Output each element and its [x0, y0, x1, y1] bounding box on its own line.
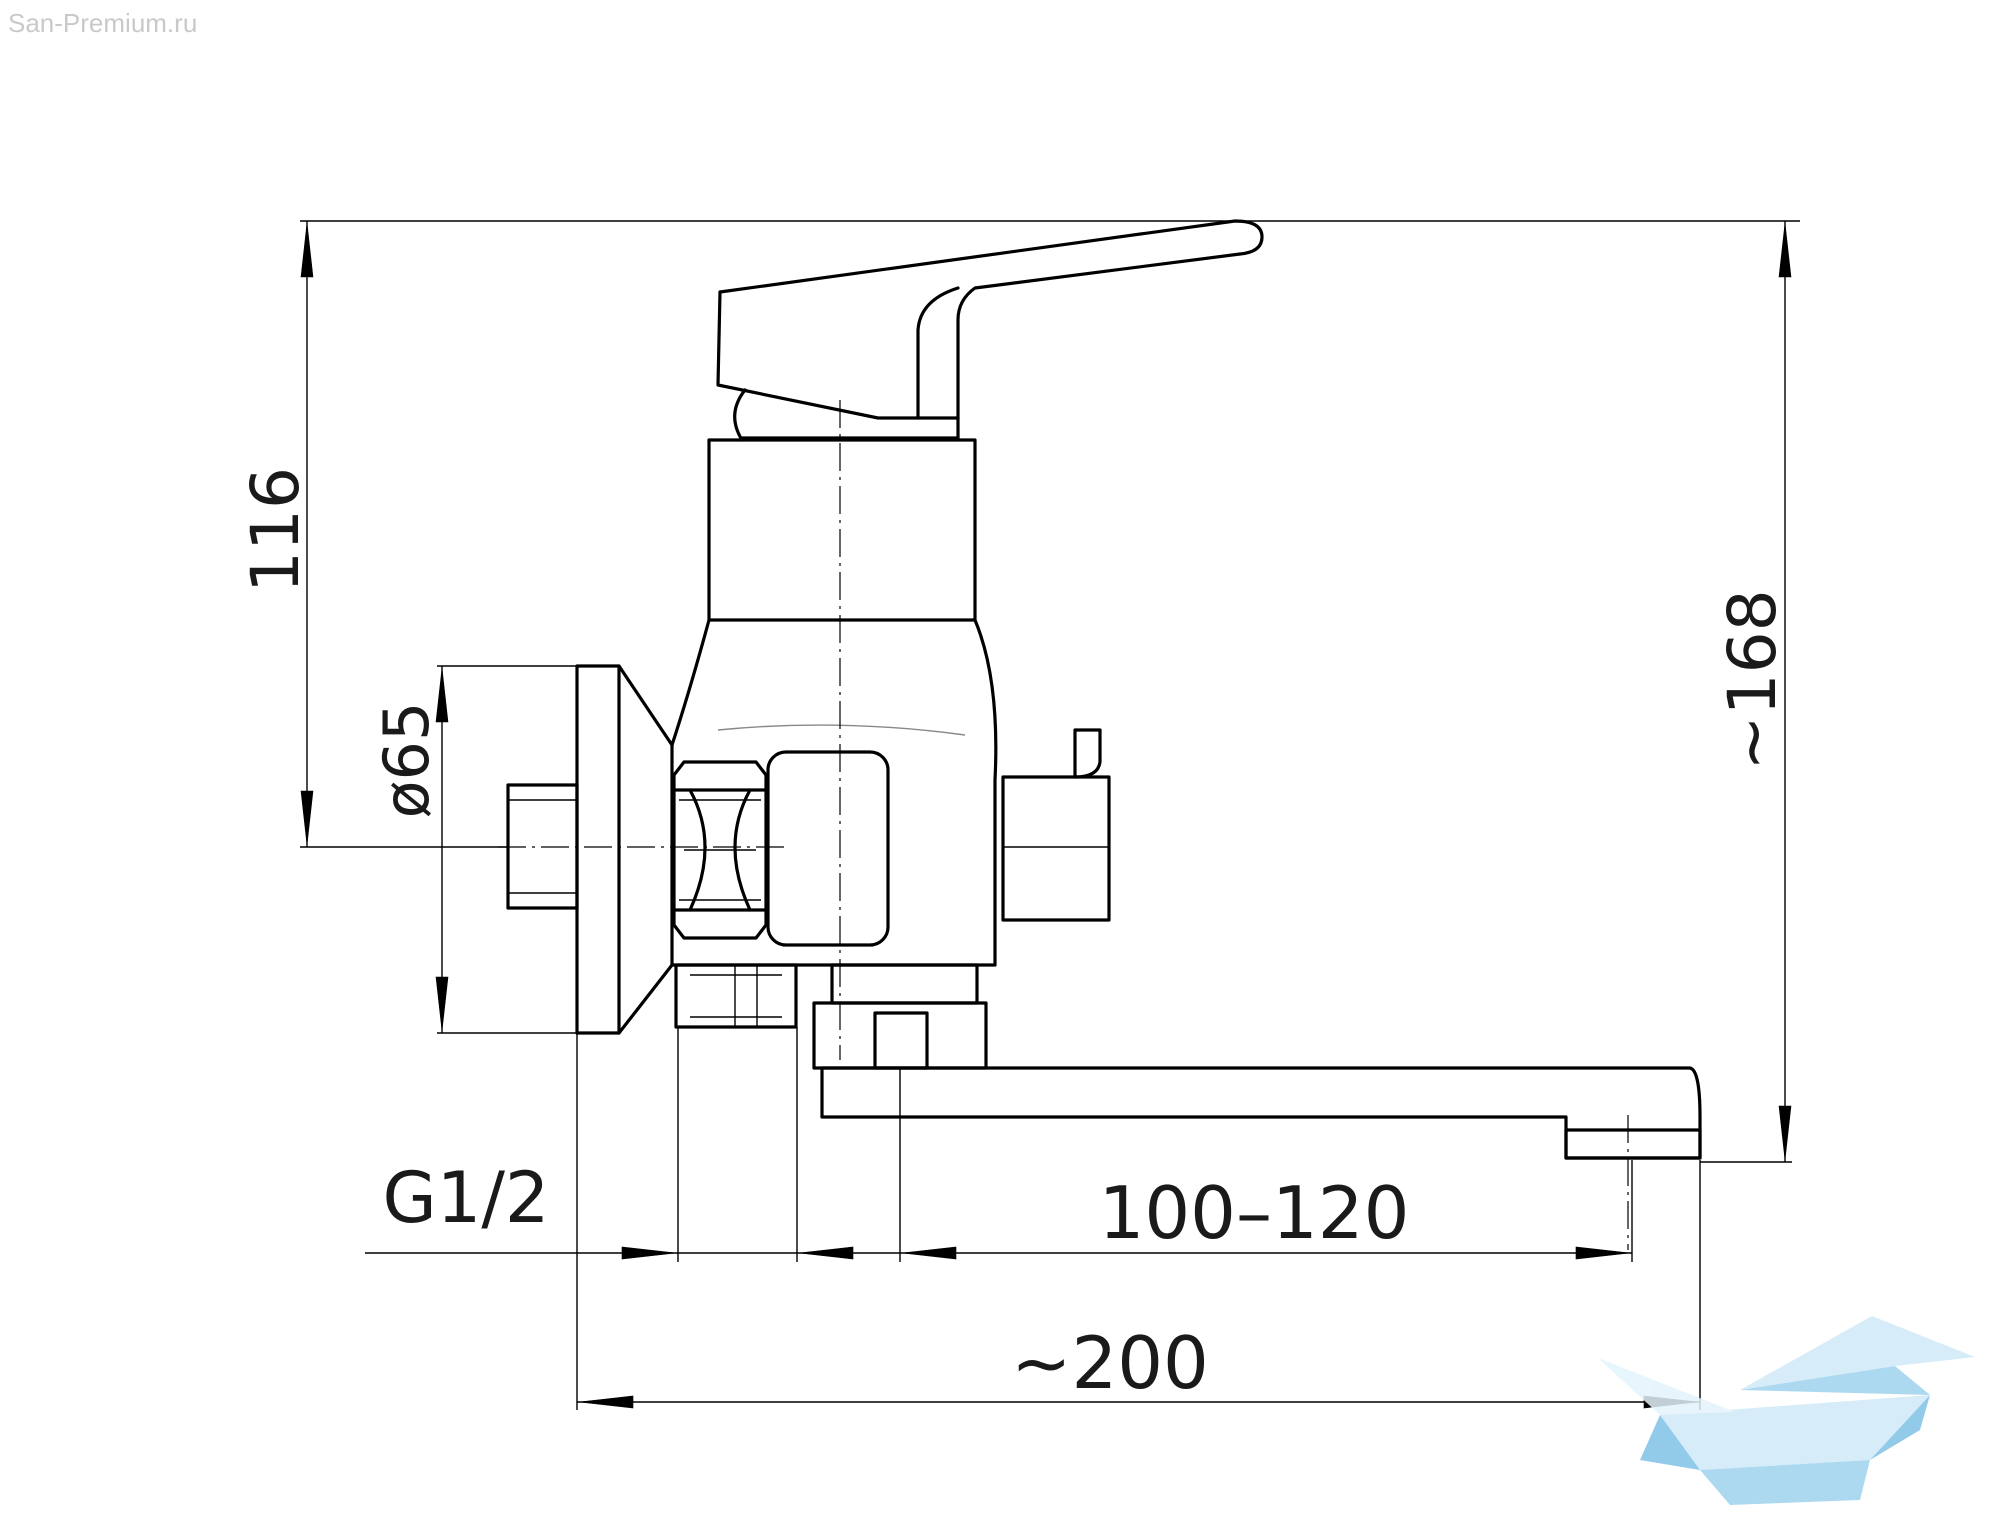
faucet-outline	[506, 219, 1702, 1160]
flange-cone	[617, 664, 674, 1035]
lever-handle	[716, 219, 1264, 420]
spout-collar	[830, 963, 979, 1005]
mixer-body	[670, 618, 998, 967]
wall-flange	[575, 664, 621, 1035]
dim-flange-diameter: ø65	[370, 702, 443, 819]
dim-overall-length: ~200	[1011, 1321, 1209, 1405]
lever-grip	[916, 286, 960, 420]
cartridge-body	[707, 438, 977, 622]
spout	[820, 1066, 1702, 1160]
eccentric-nut	[672, 760, 768, 940]
dim-168: ~168	[1714, 589, 1791, 770]
spout-nut-inner	[873, 1011, 929, 1070]
diverter-knob	[1073, 728, 1102, 779]
san-premium-bath-logo	[1598, 1316, 1975, 1505]
aerator	[1564, 1128, 1702, 1160]
dimension-lines	[300, 220, 1800, 1410]
dim-thread: G1/2	[383, 1157, 550, 1239]
dim-spout-reach: 100–120	[1099, 1171, 1410, 1255]
center-lines	[498, 400, 1629, 1250]
shower-outlet	[1001, 775, 1111, 922]
bottom-thread	[674, 963, 798, 1029]
site-watermark: San-Premium.ru	[8, 8, 198, 38]
dim-116: 116	[237, 467, 314, 593]
diverter-window	[766, 750, 890, 947]
handle-cap	[733, 388, 747, 442]
